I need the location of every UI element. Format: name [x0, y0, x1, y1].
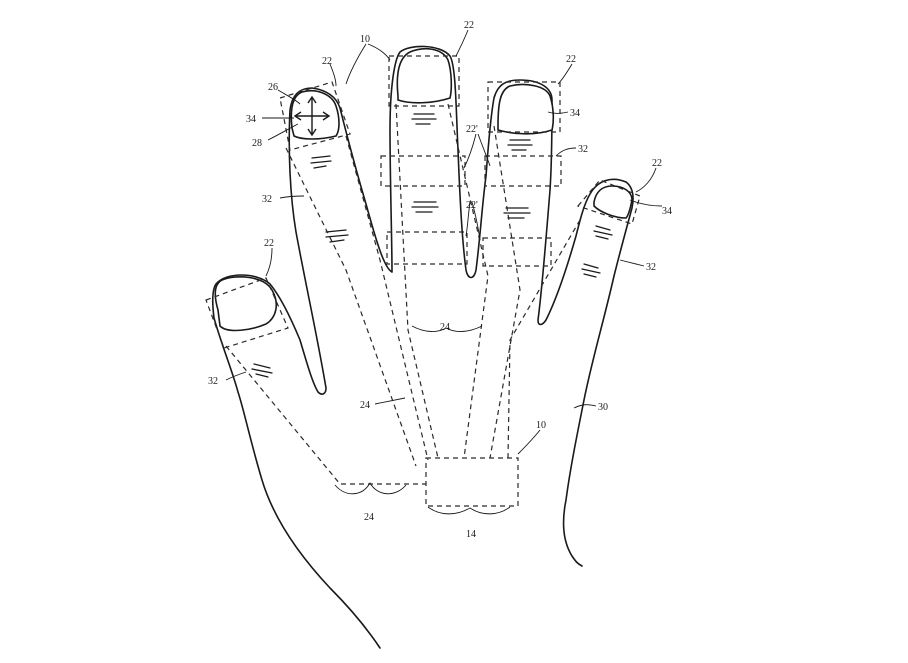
ref-22prime-upper: 22' — [466, 124, 478, 135]
ref-22-middle: 22 — [464, 20, 474, 31]
ref-10-bottom: 10 — [536, 420, 546, 431]
ref-32-thumb: 32 — [208, 376, 218, 387]
index-nail — [290, 90, 340, 140]
ref-22-ring: 22 — [566, 54, 576, 65]
middle-device-box — [388, 55, 460, 107]
reference-numerals: 10 22 22 22 22 22 26 34 28 34 34 32 22' … — [208, 20, 672, 540]
thumb-device-box — [205, 277, 289, 349]
leader-lines — [225, 29, 663, 515]
ref-22-thumb: 22 — [264, 238, 274, 249]
pinky-device-box — [576, 179, 641, 225]
ref-34-index: 34 — [246, 114, 256, 125]
ref-24-left: 24 — [360, 400, 370, 411]
ref-22-index: 22 — [322, 56, 332, 67]
signal-paths — [225, 103, 581, 485]
ring-band-upper — [484, 155, 562, 187]
ref-24-center: 24 — [440, 322, 450, 333]
ref-32-pinky: 32 — [646, 262, 656, 273]
ref-32-ring: 32 — [578, 144, 588, 155]
middle-nail — [396, 47, 453, 104]
ref-24-bottom: 24 — [364, 512, 374, 523]
hand-outline — [211, 45, 634, 649]
thumb-nail — [214, 276, 278, 332]
ref-10-top: 10 — [360, 34, 370, 45]
ref-30: 30 — [598, 402, 608, 413]
ref-32-index: 32 — [262, 194, 272, 205]
control-unit-box — [425, 457, 519, 507]
finger-device-outlines — [205, 55, 641, 507]
ref-22-pinky: 22 — [652, 158, 662, 169]
ring-device-box — [487, 81, 561, 133]
ref-28: 28 — [252, 138, 262, 149]
index-device-box — [279, 81, 351, 151]
middle-ring-band-lower — [386, 231, 468, 265]
ref-22prime-lower: 22' — [466, 200, 478, 211]
pinky-nail — [593, 185, 633, 219]
knuckle-creases — [251, 113, 613, 378]
ring-nail — [497, 83, 555, 135]
ref-34-pinky: 34 — [662, 206, 672, 217]
touch-direction-arrows — [293, 95, 331, 137]
ref-26: 26 — [268, 82, 278, 93]
ring-band-lower — [482, 237, 552, 267]
ref-34-ring: 34 — [570, 108, 580, 119]
ref-14: 14 — [466, 529, 476, 540]
middle-ring-band — [380, 155, 466, 187]
